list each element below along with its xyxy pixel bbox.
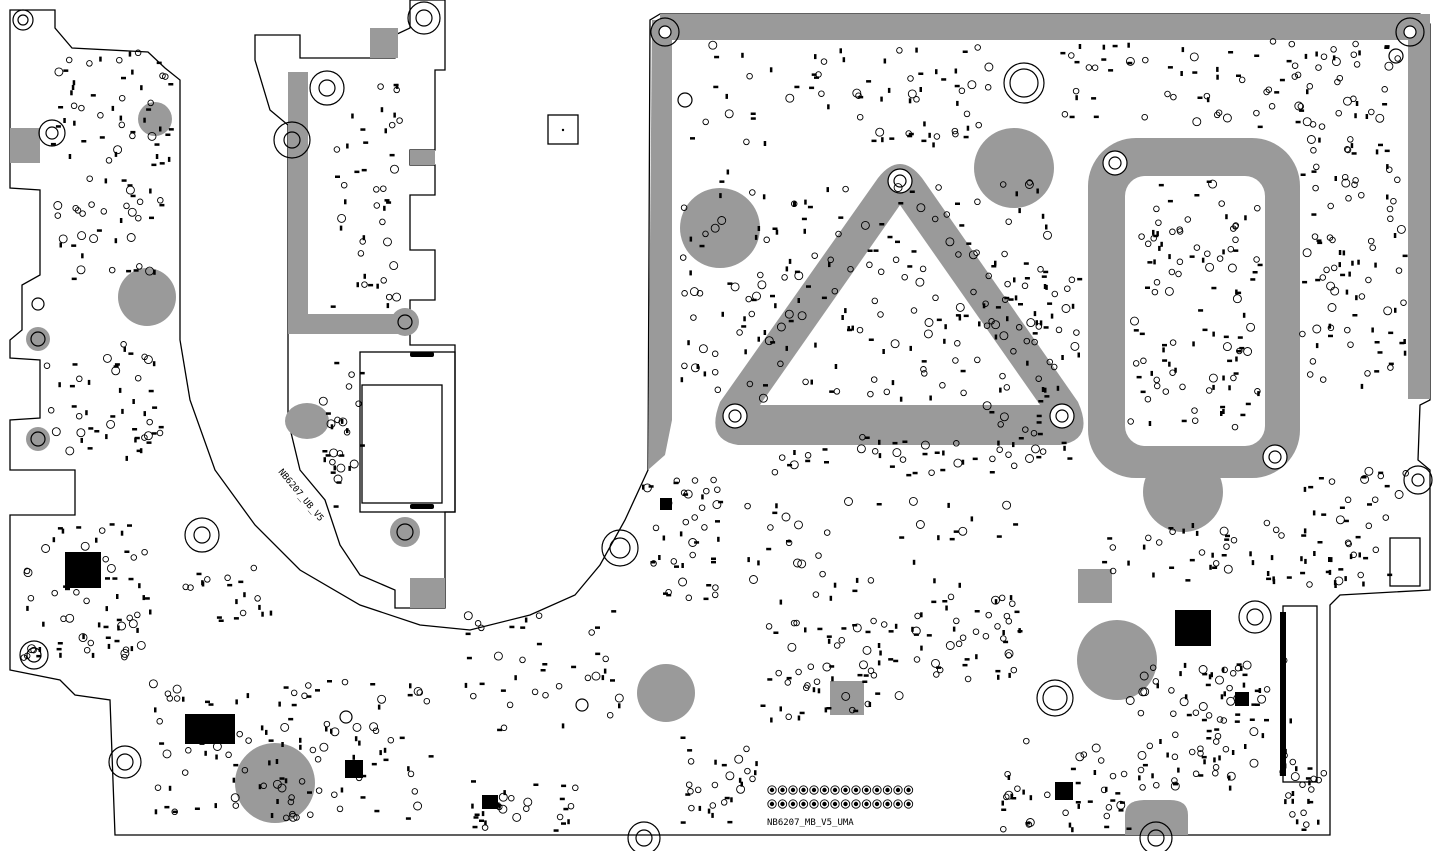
copper-planes — [10, 14, 1430, 835]
main-board-label: NB6207_MB_V5_UMA — [767, 818, 854, 828]
vias — [20, 38, 1409, 833]
sub-board-label: NB6207_UB_V5 — [276, 468, 325, 524]
smd-pads — [26, 42, 1408, 833]
sub-board-outline — [254, 0, 456, 609]
card-slot — [359, 351, 456, 513]
left-board-outline — [9, 9, 1431, 836]
mounting-holes — [12, 1, 1433, 851]
